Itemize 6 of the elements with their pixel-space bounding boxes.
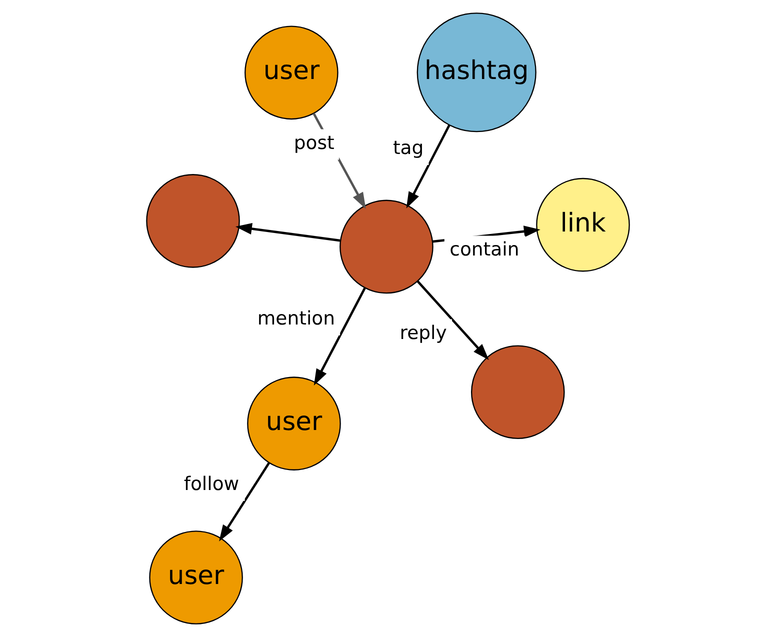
edge-label: reply: [400, 322, 447, 344]
edge-label: contain: [450, 239, 520, 260]
edge-label: follow: [184, 474, 240, 496]
edge-label: post: [294, 132, 334, 154]
edge-label: mention: [257, 308, 336, 330]
edge-label: tag: [392, 138, 424, 160]
